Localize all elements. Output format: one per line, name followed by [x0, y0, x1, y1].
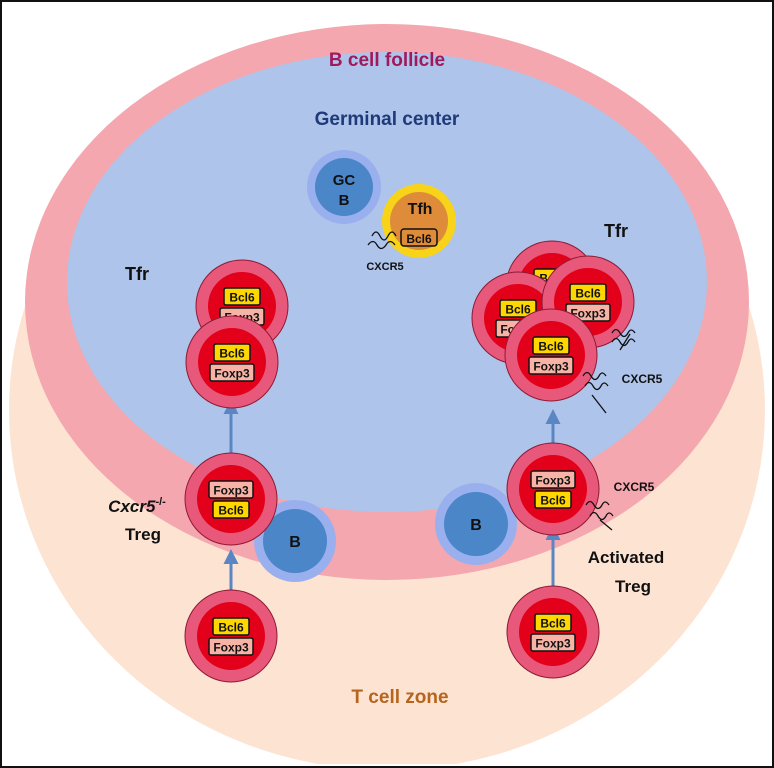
- foxp3-box: [528, 356, 574, 375]
- foxp3-box: [209, 363, 255, 382]
- b-cell-right-label: B: [470, 517, 482, 534]
- treg-right-label: Treg: [615, 577, 651, 596]
- cxcr5-ko-gene: Cxcr5: [108, 497, 156, 516]
- cxcr5-tfh-label: CXCR5: [366, 261, 403, 273]
- tfr-right-label: Tfr: [604, 221, 628, 241]
- gc-b-cell: GC B: [307, 150, 381, 224]
- bcl6-label: Bcl6: [219, 347, 245, 361]
- b-cell-left: B: [254, 500, 336, 582]
- cxcr5-receptor-right-upper-icon: [611, 328, 636, 351]
- treg-left-label: Treg: [125, 525, 161, 544]
- cxcr5-ko-label: Cxcr5-/-: [108, 496, 166, 516]
- cell-nucleus: [197, 602, 265, 670]
- bcl6-label: Bcl6: [538, 340, 564, 354]
- bcl6-box: [532, 336, 570, 355]
- bcl6-label: Bcl6: [575, 287, 601, 301]
- cell-nucleus: [198, 328, 266, 396]
- cxcr5-right-upper-label: CXCR5: [622, 372, 663, 386]
- foxp3-box: [208, 637, 254, 656]
- foxp3-label: Foxp3: [533, 360, 569, 374]
- foxp3-label: Foxp3: [213, 641, 249, 655]
- t-cell-zone-label: T cell zone: [351, 687, 448, 708]
- cxcr5-receptor-right-treg-icon: [585, 500, 614, 531]
- foxp3-label: Foxp3: [570, 307, 606, 321]
- tfr-left-label: Tfr: [125, 264, 149, 284]
- bcl6-box: [499, 299, 537, 318]
- bcl6-label: Bcl6: [218, 621, 244, 635]
- tfh-bcl6-label: Bcl6: [406, 232, 432, 246]
- bcl6-box: [569, 283, 607, 302]
- foxp3-label: Foxp3: [213, 484, 249, 498]
- cxcr5-receptor-right-lower-icon: [582, 371, 609, 414]
- cxcr5-right-lower-label: CXCR5: [614, 480, 655, 494]
- cell-nucleus: [197, 465, 265, 533]
- bcl6-box: [534, 613, 572, 632]
- foxp3-box: [530, 633, 576, 652]
- bcl6-label: Bcl6: [540, 617, 566, 631]
- b-cell-left-label: B: [289, 534, 301, 551]
- activated-label: Activated: [588, 548, 665, 567]
- bcl6-box: [534, 490, 572, 509]
- gc-b-cell-label-gc: GC: [333, 172, 356, 189]
- bcl6-box: [213, 343, 251, 362]
- bcl6-label: Bcl6: [540, 494, 566, 508]
- bcl6-label: Bcl6: [229, 291, 255, 305]
- cxcr5-receptor-icon: [367, 231, 397, 250]
- bcl6-label: Bcl6: [218, 504, 244, 518]
- cell-nucleus: [519, 598, 587, 666]
- cell-nucleus: [519, 455, 587, 523]
- foxp3-box: [208, 480, 254, 499]
- tfh-label: Tfh: [408, 201, 433, 218]
- bcl6-box: [223, 287, 261, 306]
- bcl6-box: [212, 617, 250, 636]
- b-cell-right: B: [435, 483, 517, 565]
- cxcr5-ko-superscript: -/-: [155, 496, 166, 508]
- foxp3-label: Foxp3: [214, 367, 250, 381]
- foxp3-label: Foxp3: [535, 637, 571, 651]
- cell-nucleus: [517, 321, 585, 389]
- bcl6-box: [212, 500, 250, 519]
- follicle-label: B cell follicle: [329, 50, 445, 71]
- foxp3-label: Foxp3: [535, 474, 571, 488]
- bcl6-label: Bcl6: [505, 303, 531, 317]
- germinal-center-label: Germinal center: [315, 109, 460, 130]
- foxp3-box: [530, 470, 576, 489]
- gc-b-cell-label-b: B: [339, 192, 350, 209]
- tfh-cell: Tfh Bcl6: [382, 184, 456, 258]
